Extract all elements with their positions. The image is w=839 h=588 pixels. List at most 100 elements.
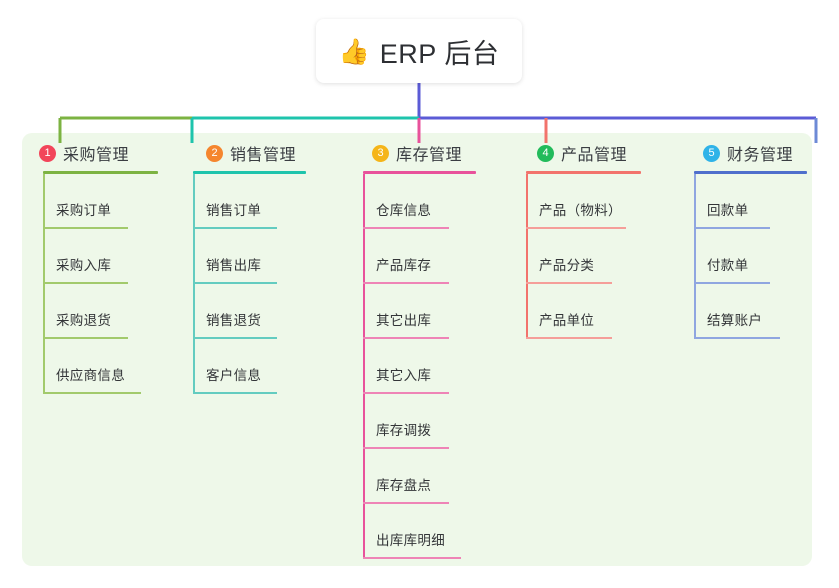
leaf-item[interactable]: 供应商信息 bbox=[22, 339, 158, 394]
leaf-label: 付款单 bbox=[707, 258, 749, 273]
leaf-underline bbox=[694, 337, 780, 339]
leaf-spine bbox=[43, 229, 45, 284]
branch-header-finance[interactable]: 5 财务管理 bbox=[686, 140, 807, 166]
leaf-item[interactable]: 其它入库 bbox=[355, 339, 476, 394]
leaf-item[interactable]: 产品分类 bbox=[520, 229, 641, 284]
branch-rule-5 bbox=[694, 171, 807, 174]
leaf-underline bbox=[363, 392, 449, 394]
root-node-content: 👍 ERP 后台 bbox=[339, 32, 500, 71]
leaf-item[interactable]: 回款单 bbox=[686, 174, 807, 229]
branch-header-sales[interactable]: 2 销售管理 bbox=[189, 140, 306, 166]
branches-background-panel bbox=[22, 133, 812, 566]
leaf-label: 销售退货 bbox=[206, 313, 262, 328]
leaf-spine bbox=[363, 174, 365, 229]
leaf-item[interactable]: 产品单位 bbox=[520, 284, 641, 339]
leaf-underline bbox=[363, 227, 449, 229]
leaf-item[interactable]: 客户信息 bbox=[189, 339, 306, 394]
leaf-label: 销售出库 bbox=[206, 258, 262, 273]
leaf-spine bbox=[43, 174, 45, 229]
branch-column-finance: 5 财务管理 回款单 付款单 结算账户 bbox=[686, 140, 807, 339]
branch-column-inventory: 3 库存管理 仓库信息 产品库存 其它出库 其它入库 库存调拨 bbox=[355, 140, 476, 559]
root-node[interactable]: 👍 ERP 后台 bbox=[316, 19, 522, 83]
leaf-item[interactable]: 采购退货 bbox=[22, 284, 158, 339]
branch-column-sales: 2 销售管理 销售订单 销售出库 销售退货 客户信息 bbox=[189, 140, 306, 394]
leaf-spine bbox=[363, 229, 365, 284]
leaf-item[interactable]: 付款单 bbox=[686, 229, 807, 284]
leaf-spine bbox=[193, 284, 195, 339]
leaf-spine bbox=[363, 504, 365, 559]
leaf-underline bbox=[363, 502, 449, 504]
branch-title-3: 库存管理 bbox=[396, 147, 463, 164]
leaf-item[interactable]: 结算账户 bbox=[686, 284, 807, 339]
leaf-label: 其它出库 bbox=[376, 313, 432, 328]
leaf-label: 采购退货 bbox=[56, 313, 112, 328]
leaf-spine bbox=[694, 284, 696, 339]
leaf-label: 供应商信息 bbox=[56, 368, 125, 383]
leaf-spine bbox=[694, 174, 696, 229]
leaf-item[interactable]: 仓库信息 bbox=[355, 174, 476, 229]
leaf-item[interactable]: 库存调拨 bbox=[355, 394, 476, 449]
leaf-underline bbox=[193, 392, 277, 394]
leaf-spine bbox=[363, 284, 365, 339]
leaf-underline bbox=[694, 282, 770, 284]
branch-rule-2 bbox=[193, 171, 306, 174]
branch-badge-2: 2 bbox=[206, 144, 223, 162]
leaf-item[interactable]: 销售退货 bbox=[189, 284, 306, 339]
leaf-label: 销售订单 bbox=[206, 203, 262, 218]
branch-rule-3 bbox=[363, 171, 476, 174]
leaf-spine bbox=[526, 284, 528, 339]
branch-header-product[interactable]: 4 产品管理 bbox=[520, 140, 641, 166]
leaf-spine bbox=[526, 174, 528, 229]
leaf-underline bbox=[193, 227, 277, 229]
leaf-spine bbox=[43, 284, 45, 339]
leaf-item[interactable]: 库存盘点 bbox=[355, 449, 476, 504]
leaf-item[interactable]: 采购入库 bbox=[22, 229, 158, 284]
leaf-label: 采购入库 bbox=[56, 258, 112, 273]
leaf-item[interactable]: 销售订单 bbox=[189, 174, 306, 229]
leaf-label: 出库库明细 bbox=[376, 533, 445, 548]
branch-title-5: 财务管理 bbox=[727, 147, 794, 164]
leaf-spine bbox=[363, 394, 365, 449]
leaf-label: 产品分类 bbox=[539, 258, 595, 273]
leaf-spine bbox=[526, 229, 528, 284]
branch-header-purchasing[interactable]: 1 采购管理 bbox=[22, 140, 158, 166]
branch-title-1: 采购管理 bbox=[63, 147, 130, 164]
leaf-label: 结算账户 bbox=[707, 313, 763, 328]
leaf-spine bbox=[193, 174, 195, 229]
leaf-item[interactable]: 产品（物料） bbox=[520, 174, 641, 229]
leaf-item[interactable]: 销售出库 bbox=[189, 229, 306, 284]
leaf-label: 回款单 bbox=[707, 203, 749, 218]
leaf-spine bbox=[193, 339, 195, 394]
leaf-item[interactable]: 采购订单 bbox=[22, 174, 158, 229]
branch-badge-3: 3 bbox=[372, 144, 389, 162]
thumbs-up-icon: 👍 bbox=[338, 37, 370, 66]
leaf-label: 其它入库 bbox=[376, 368, 432, 383]
leaf-underline bbox=[526, 227, 626, 229]
leaf-underline bbox=[193, 282, 277, 284]
leaf-label: 产品（物料） bbox=[539, 203, 622, 218]
branch-column-product: 4 产品管理 产品（物料） 产品分类 产品单位 bbox=[520, 140, 641, 339]
leaf-underline bbox=[363, 337, 449, 339]
leaf-spine bbox=[193, 229, 195, 284]
branch-column-purchasing: 1 采购管理 采购订单 采购入库 采购退货 供应商信息 bbox=[22, 140, 158, 394]
leaf-label: 客户信息 bbox=[206, 368, 262, 383]
branch-rule-4 bbox=[526, 171, 641, 174]
leaf-spine bbox=[363, 339, 365, 394]
leaf-underline bbox=[363, 557, 461, 559]
branch-header-inventory[interactable]: 3 库存管理 bbox=[355, 140, 476, 166]
leaf-underline bbox=[43, 227, 128, 229]
branch-rule-1 bbox=[43, 171, 158, 174]
leaf-item[interactable]: 出库库明细 bbox=[355, 504, 476, 559]
leaf-underline bbox=[363, 447, 449, 449]
leaf-label: 仓库信息 bbox=[376, 203, 432, 218]
leaf-underline bbox=[193, 337, 277, 339]
branch-badge-5: 5 bbox=[703, 144, 720, 162]
leaf-item[interactable]: 其它出库 bbox=[355, 284, 476, 339]
leaf-underline bbox=[694, 227, 770, 229]
leaf-item[interactable]: 产品库存 bbox=[355, 229, 476, 284]
leaf-spine bbox=[363, 449, 365, 504]
branch-badge-4: 4 bbox=[537, 144, 554, 162]
leaf-underline bbox=[526, 282, 612, 284]
leaf-label: 产品库存 bbox=[376, 258, 432, 273]
leaf-label: 库存盘点 bbox=[376, 478, 432, 493]
